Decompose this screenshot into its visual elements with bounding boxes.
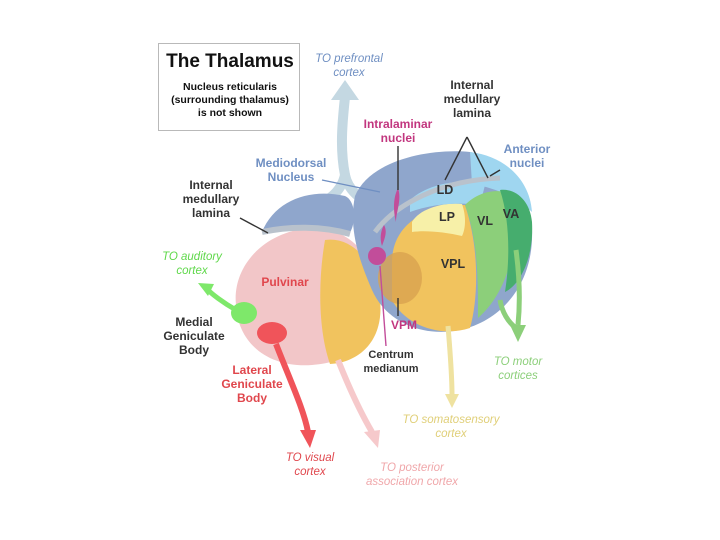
somatosensory-arrow-head (445, 394, 459, 408)
internal-lamina-band (372, 175, 501, 234)
label-vl: VL (477, 214, 493, 228)
intralaminar-shape-2 (380, 225, 386, 246)
label-intralaminar: Intralaminar nuclei (363, 117, 433, 145)
label-pulvinar: Pulvinar (261, 275, 309, 289)
label-to-visual: TO visual cortex (285, 452, 335, 478)
label-centrum-medianum: Centrum medianum (363, 349, 419, 375)
label-lp: LP (439, 210, 455, 224)
label-lateral-geniculate: Lateral Geniculate Body (221, 363, 283, 405)
label-to-somatosensory: TO somatosensory cortex (402, 414, 500, 440)
label-ld: LD (436, 183, 454, 197)
somatosensory-arrow (445, 325, 455, 396)
auditory-arrow-head (198, 283, 214, 296)
vl-shape (465, 191, 515, 318)
label-to-auditory: TO auditory cortex (162, 251, 222, 277)
lateral-geniculate-body (257, 322, 287, 344)
visual-arrow (273, 342, 311, 433)
leader-lamina-top-1 (444, 136, 468, 181)
vpm-shape (378, 252, 422, 304)
label-vpl: VPL (440, 257, 466, 271)
leader-mediodorsal (321, 179, 381, 193)
posterior-arrow (335, 358, 375, 434)
label-vpm: VPM (390, 318, 417, 332)
vpl-shape (392, 205, 477, 332)
label-to-prefrontal: TO prefrontal cortex (315, 53, 383, 79)
label-va: VA (502, 207, 520, 221)
lp-shape (412, 203, 465, 236)
medial-geniculate-body (231, 302, 257, 324)
diagram-title: The Thalamus (166, 51, 294, 72)
diagram-note: Nucleus reticularis (surrounding thalamu… (171, 81, 289, 119)
label-internal-lamina-left: Internal medullary lamina (182, 178, 240, 220)
title-box: The Thalamus Nucleus reticularis (surrou… (158, 43, 300, 131)
leader-anterior (489, 169, 501, 177)
ld-shape (410, 181, 485, 212)
leader-lamina-top-2 (466, 136, 489, 179)
label-medial-geniculate: Medial Geniculate Body (163, 315, 225, 357)
auditory-arrow (206, 288, 238, 313)
label-to-posterior: TO posterior association cortex (365, 462, 459, 488)
prefrontal-arrow-head (331, 80, 359, 100)
leader-lamina-left (239, 217, 269, 234)
internal-lamina-left-band (261, 224, 351, 237)
va-shape (500, 189, 533, 292)
visual-arrow-head (300, 430, 316, 448)
label-mediodorsal: Mediodorsal Nucleus (255, 156, 327, 184)
label-to-motor: TO motor cortices (493, 356, 543, 382)
intralaminar-shape (394, 188, 400, 222)
label-internal-lamina-top: Internal medullary lamina (443, 78, 501, 120)
posterior-arrow-head (364, 430, 380, 448)
centrum-medianum-dot (368, 247, 386, 265)
label-anterior: Anterior nuclei (503, 142, 551, 170)
leader-centrum (379, 265, 387, 347)
motor-arrow-head (510, 325, 526, 342)
